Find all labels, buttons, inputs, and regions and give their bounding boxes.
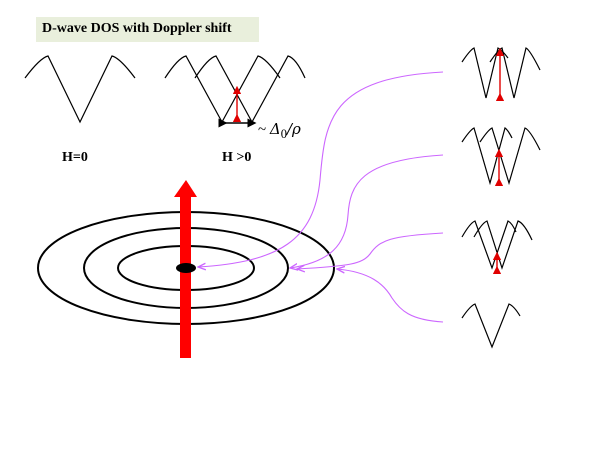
diagram-title: D-wave DOS with Doppler shift <box>42 21 232 36</box>
dos-panel-far <box>461 303 521 349</box>
energy-scale-label: ~ Δ0/ρ <box>258 120 301 142</box>
connector-core <box>198 71 444 267</box>
dos-panel-ring-1 <box>461 127 541 186</box>
energy-scale-prefix: ~ <box>258 122 267 138</box>
magnetic-field-arrow <box>174 180 197 358</box>
connector-ring-2 <box>297 232 444 269</box>
dos-curve-h0 <box>24 55 136 124</box>
title-banner <box>36 17 259 42</box>
connector-curves <box>198 71 444 323</box>
energy-scale-rest: /ρ <box>286 120 301 138</box>
dos-panel-ring-2 <box>461 220 533 270</box>
label-h-positive: H >0 <box>222 150 252 165</box>
connector-ring-1 <box>290 154 444 268</box>
dos-panel-core <box>461 47 541 99</box>
energy-scale-delta: Δ <box>269 120 281 138</box>
dos-curve-h-positive <box>164 55 306 124</box>
connector-far <box>337 269 444 323</box>
label-h-zero: H=0 <box>62 150 88 165</box>
vortex-core <box>176 263 196 273</box>
energy-scale-sub: 0 <box>280 127 287 141</box>
